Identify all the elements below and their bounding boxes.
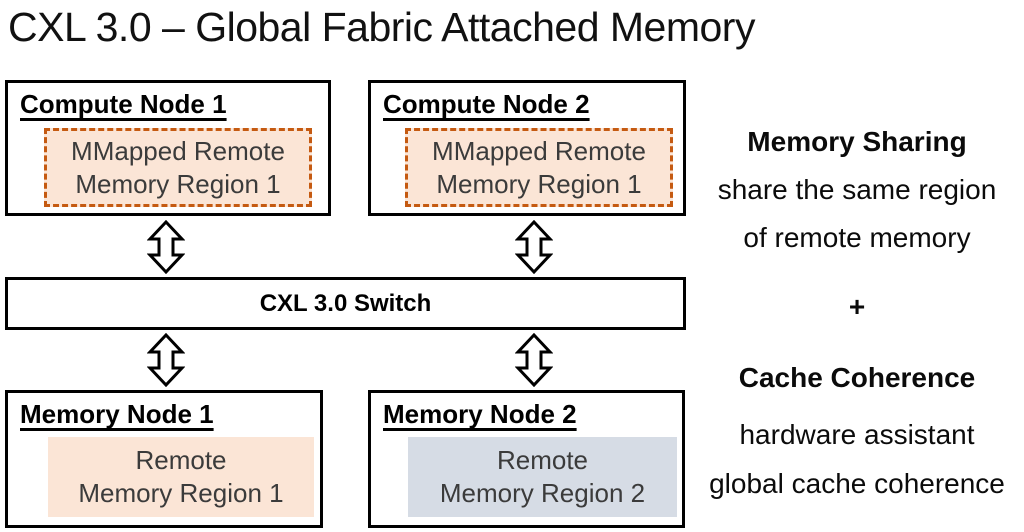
compute-node-1: Compute Node 1 MMapped Remote Memory Reg… bbox=[5, 80, 331, 216]
memory-node-1-title: Memory Node 1 bbox=[20, 399, 214, 429]
compute-node-2: Compute Node 2 MMapped Remote Memory Reg… bbox=[368, 80, 686, 216]
plus-sign: + bbox=[848, 291, 866, 322]
up-down-arrow-icon bbox=[147, 220, 185, 274]
page-title: CXL 3.0 – Global Fabric Attached Memory bbox=[8, 4, 755, 50]
cache-coherence-desc-line2: global cache coherence bbox=[709, 468, 1005, 499]
up-down-arrow-icon bbox=[515, 333, 553, 387]
region-label-line1: MMapped Remote bbox=[71, 135, 285, 166]
region-label-line1: MMapped Remote bbox=[432, 135, 646, 166]
region-label-line2: Memory Region 1 bbox=[436, 168, 642, 199]
cache-coherence-heading: Cache Coherence bbox=[738, 362, 976, 393]
annotations-column: Memory Sharing share the same region of … bbox=[690, 0, 1024, 532]
compute-node-1-title: Compute Node 1 bbox=[20, 89, 227, 119]
memory-node-1-remote-region: Remote Memory Region 1 bbox=[48, 437, 314, 517]
up-down-arrow-icon bbox=[147, 333, 185, 387]
region-label-line2: Memory Region 2 bbox=[439, 478, 646, 508]
memory-sharing-desc-line1: share the same region bbox=[717, 174, 997, 205]
memory-node-2-title: Memory Node 2 bbox=[383, 399, 577, 429]
cache-coherence-desc-line1: hardware assistant bbox=[739, 419, 975, 450]
compute-node-1-mmapped-region: MMapped Remote Memory Region 1 bbox=[44, 128, 312, 207]
region-label-line1: Remote bbox=[135, 445, 227, 475]
memory-sharing-heading: Memory Sharing bbox=[747, 126, 967, 157]
region-label-line2: Memory Region 1 bbox=[75, 168, 281, 199]
cxl-switch-label: CXL 3.0 Switch bbox=[259, 289, 432, 317]
memory-sharing-desc-line2: of remote memory bbox=[743, 222, 971, 253]
up-down-arrow-icon bbox=[515, 220, 553, 274]
memory-node-1: Memory Node 1 Remote Memory Region 1 bbox=[5, 390, 323, 528]
memory-node-2-remote-region: Remote Memory Region 2 bbox=[408, 437, 677, 517]
cxl-switch: CXL 3.0 Switch bbox=[5, 277, 686, 330]
region-label-line2: Memory Region 1 bbox=[78, 478, 284, 508]
region-label-line1: Remote bbox=[496, 445, 589, 475]
memory-node-2: Memory Node 2 Remote Memory Region 2 bbox=[368, 390, 685, 528]
compute-node-2-mmapped-region: MMapped Remote Memory Region 1 bbox=[405, 128, 673, 207]
compute-node-2-title: Compute Node 2 bbox=[383, 89, 590, 119]
